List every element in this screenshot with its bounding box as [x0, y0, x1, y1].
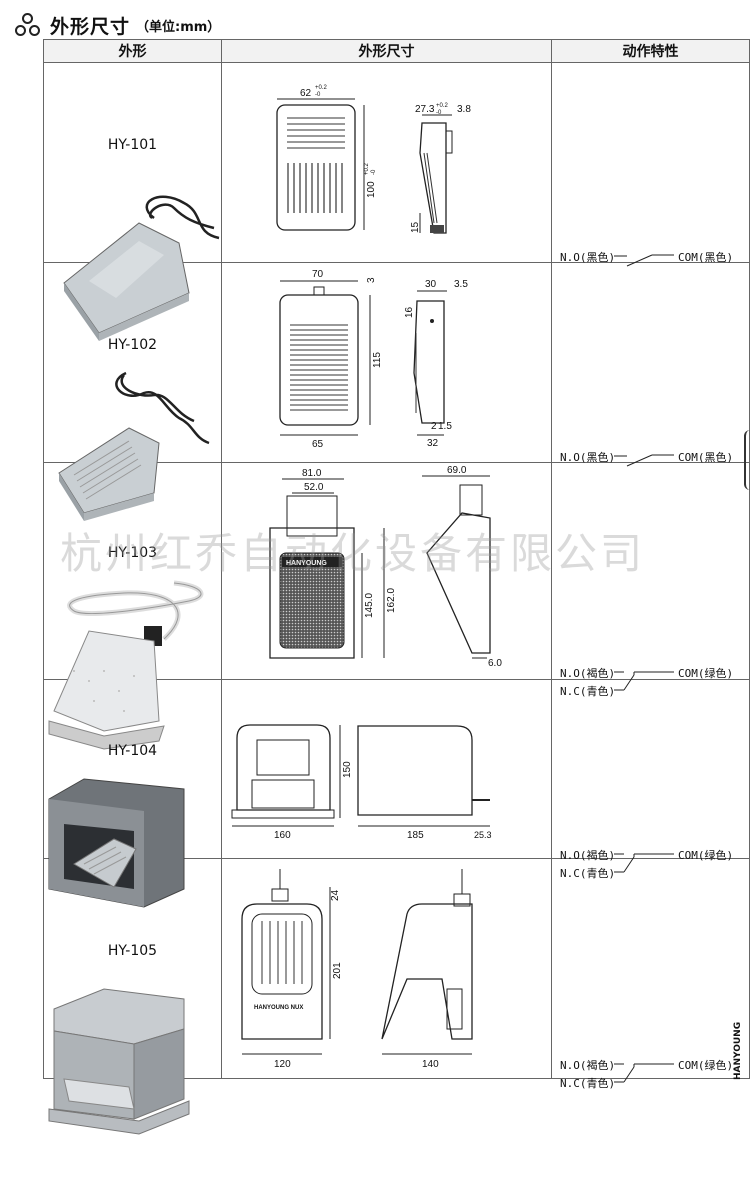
dimension-drawing-cell: 62 +0.2 -0 100 +0.2 -0 27.3 +0.2 -0 3.8 [221, 62, 552, 263]
dimension-drawing: 62 +0.2 -0 100 +0.2 -0 27.3 +0.2 -0 3.8 [276, 85, 471, 234]
dimension-drawing: HANYOUNG NUX 24 201 120 140 [241, 869, 473, 1070]
dim-label: 145.0 [364, 593, 375, 618]
no-terminal-label: N.O(褐色) [560, 1058, 616, 1072]
dimension-table: 外形 外形尺寸 动作特性 HY-101 [43, 39, 750, 1135]
action-cell: N.O(黑色) COM(黑色) [551, 262, 750, 466]
dim-label: 3.5 [454, 279, 468, 290]
section-title: 外形尺寸 （单位:mm） [12, 10, 220, 40]
dim-label: 62 [300, 88, 312, 99]
dim-label: +0.2 [436, 103, 449, 109]
action-cell: N.O(褐色) N.C(青色) COM(绿色) [551, 858, 750, 1090]
dim-label: 160 [274, 830, 291, 841]
dim-label: 3 [366, 277, 377, 283]
dim-label: 25.3 [474, 830, 492, 840]
action-cell: N.O(黑色) COM(黑色) [551, 62, 750, 266]
dim-label: +0.2 [315, 85, 328, 91]
no-terminal-label: N.O(黑色) [560, 250, 616, 264]
dim-label: +0.2 [364, 162, 370, 175]
table-header-row: 外形 外形尺寸 动作特性 [43, 39, 750, 63]
brand-mark: HANYOUNG [733, 1021, 743, 1080]
product-photo-cell: HY-102 [43, 262, 222, 521]
dimension-drawing: 81.0 52.0 HANYOUNG 145.0 162.0 69.0 [269, 465, 502, 669]
dim-label: 24 [330, 889, 341, 901]
dim-label: 52.0 [304, 482, 324, 493]
dim-label: 3.8 [457, 104, 471, 115]
table-row: HY-101 62 +0.2 -0 100 [43, 62, 750, 341]
dim-label: 30 [425, 279, 437, 290]
col-header-action: 动作特性 [551, 39, 750, 63]
dim-label: 150 [342, 761, 353, 778]
switch-contact-icon [614, 1063, 674, 1082]
table-row: HY-102 70 3 115 65 [43, 262, 750, 521]
dim-label: 201 [332, 962, 343, 979]
three-circles-icon [12, 12, 44, 38]
action-cell: N.O(褐色) N.C(青色) COM(绿色) [551, 679, 750, 880]
dim-label: 120 [274, 1059, 291, 1070]
page-title: 外形尺寸 [50, 15, 131, 38]
product-photo-cell: HY-105 [43, 858, 222, 1135]
dimension-drawing-cell: 70 3 115 65 30 3.5 16 2 1.5 32 [221, 262, 552, 463]
dim-label: 2 [431, 421, 437, 432]
dimension-drawing-cell: 81.0 52.0 HANYOUNG 145.0 162.0 69.0 [221, 462, 552, 680]
table-row: HY-104 150 160 185 [43, 679, 750, 908]
com-terminal-label: COM(绿色) [678, 667, 734, 680]
brand-logo: HANYOUNG [286, 560, 327, 567]
dim-label: 69.0 [447, 465, 467, 476]
com-terminal-label: COM(黑色) [678, 450, 734, 464]
page-edge-tab [744, 430, 750, 490]
col-header-dimensions: 外形尺寸 [221, 39, 552, 63]
product-photo-cell: HY-104 [43, 679, 222, 908]
model-label: HY-101 [107, 136, 158, 153]
dim-label: 100 [366, 181, 377, 198]
dimension-drawing-cell: HANYOUNG NUX 24 201 120 140 [221, 858, 552, 1079]
action-cell: N.O(褐色) N.C(青色) COM(绿色) [551, 462, 750, 698]
dim-label: 1.5 [438, 421, 452, 432]
dim-label: 185 [407, 830, 424, 841]
dim-label: 32 [427, 438, 439, 449]
dim-label: 115 [372, 352, 383, 368]
model-label: HY-102 [107, 336, 158, 353]
col-header-appearance: 外形 [43, 39, 222, 63]
dim-label: 162.0 [386, 588, 397, 613]
model-label: HY-103 [107, 545, 158, 561]
model-label: HY-104 [107, 743, 158, 759]
product-photo-cell: HY-101 [43, 62, 222, 341]
dimension-drawing-cell: 150 160 185 25.3 [221, 679, 552, 859]
brand-logo: HANYOUNG NUX [254, 1005, 303, 1011]
dimension-drawing: 150 160 185 25.3 [231, 724, 492, 841]
product-photo-cell: HY-103 [43, 462, 222, 750]
dim-label: 140 [422, 1059, 439, 1070]
model-label: HY-105 [107, 942, 158, 959]
dim-label: 15 [410, 221, 421, 233]
dimension-drawing: 70 3 115 65 30 3.5 16 2 1.5 32 [279, 269, 468, 450]
dim-label: 6.0 [488, 658, 502, 669]
dim-label: -0 [315, 92, 321, 98]
dim-label: -0 [371, 169, 377, 175]
dim-label: -0 [436, 110, 442, 116]
dim-label: 81.0 [302, 468, 322, 479]
table-row: HY-105 HANYOUNG NUX 24 201 120 [43, 858, 750, 1135]
table-row: HY-103 81.0 52.0 HANYOUNG 145 [43, 462, 750, 750]
com-terminal-label: COM(绿色) [678, 1058, 734, 1072]
no-terminal-label: N.O(黑色) [560, 450, 616, 464]
dim-label: 27.3 [415, 104, 435, 115]
no-terminal-label: N.O(褐色) [560, 667, 616, 680]
dim-label: 16 [404, 306, 415, 318]
dim-label: 70 [312, 269, 324, 280]
com-terminal-label: COM(黑色) [678, 250, 734, 264]
unit-note: （单位:mm） [136, 19, 221, 35]
dim-label: 65 [312, 439, 324, 450]
